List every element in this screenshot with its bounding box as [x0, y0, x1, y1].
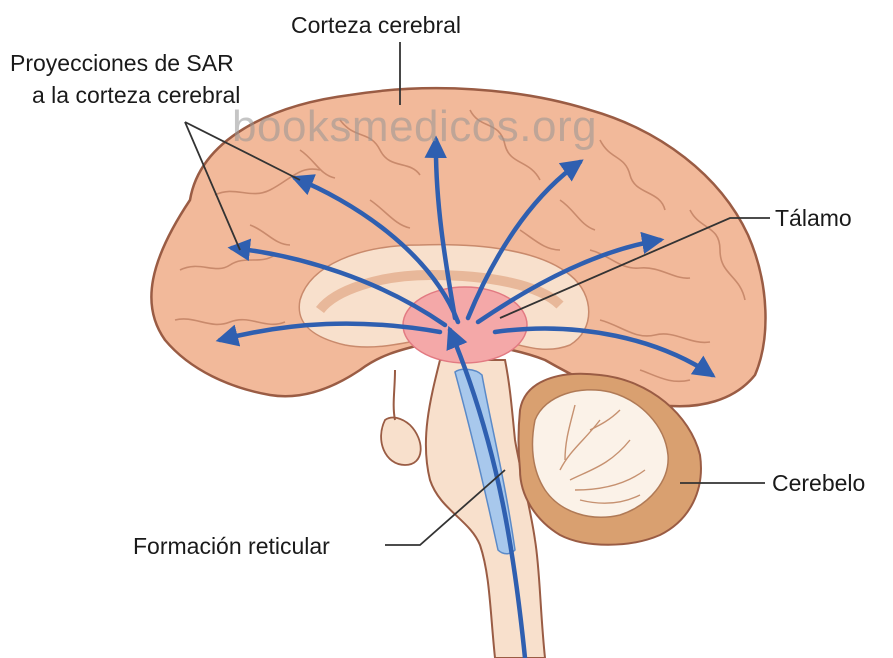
arbor-vitae — [531, 389, 669, 518]
leader-lines — [184, 42, 770, 546]
projection-arrow — [475, 231, 665, 325]
pituitary — [380, 416, 422, 466]
reticular-formation — [454, 368, 516, 555]
leader-projections — [184, 121, 241, 251]
label-cortex: Corteza cerebral — [291, 12, 462, 38]
projection-arrow — [290, 174, 461, 325]
label-projections-line1: Proyecciones de SAR — [10, 50, 234, 76]
label-thalamus: Tálamo — [775, 205, 852, 231]
arbor-branches — [559, 404, 646, 504]
leader-thalamus — [499, 217, 770, 319]
thalamus — [402, 286, 528, 364]
projection-arrow — [492, 326, 716, 378]
label-reticular: Formación reticular — [133, 533, 330, 559]
projection-arrow — [227, 238, 448, 328]
leader-reticular — [385, 469, 506, 546]
gyri-texture — [174, 109, 746, 383]
sar-projections — [215, 135, 716, 658]
projection-arrow — [446, 325, 528, 658]
projection-arrow — [215, 321, 443, 347]
leader-projections-2 — [184, 121, 301, 181]
projection-arrow — [465, 159, 584, 321]
projection-arrow — [424, 135, 458, 321]
label-projections-line2: a la corteza cerebral — [32, 82, 241, 108]
label-cerebellum: Cerebelo — [772, 470, 866, 496]
watermark: booksmedicos.org — [232, 102, 598, 151]
